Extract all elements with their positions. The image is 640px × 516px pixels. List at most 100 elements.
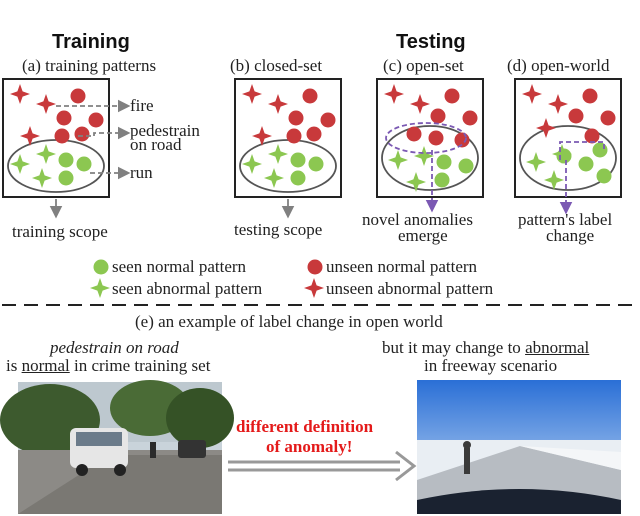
seen-abnormal-star — [406, 172, 426, 192]
legend-seen-normal: seen normal pattern — [112, 257, 247, 276]
unseen-normal-dot — [302, 88, 318, 104]
unseen-abnormal-star — [10, 84, 30, 104]
unseen-normal-dot — [428, 130, 444, 146]
legend-unseen-abnormal: unseen abnormal pattern — [326, 279, 494, 298]
seen-normal-dot — [596, 168, 612, 184]
center-emphasis-line1: different definition — [236, 417, 374, 436]
unseen-normal-dot — [600, 110, 616, 126]
pedestrain-arrow — [78, 126, 131, 140]
unseen-abnormal-star — [252, 126, 272, 146]
center-emphasis-line2: of anomaly! — [266, 437, 353, 456]
unseen-normal-dot — [286, 128, 302, 144]
unseen-normal-dot — [88, 112, 104, 128]
label-change-line1: pattern's label — [518, 210, 613, 229]
label-selection — [559, 141, 605, 160]
unseen-abnormal-star — [522, 84, 542, 104]
unseen-abnormal-star — [242, 84, 262, 104]
example-caption: (e) an example of label change in open w… — [135, 312, 443, 331]
seen-abnormal-star — [388, 150, 408, 170]
seen-abnormal-star — [242, 154, 262, 174]
unseen-normal-dot — [584, 128, 600, 144]
legend-unseen-normal: unseen normal pattern — [326, 257, 478, 276]
freeway-photo — [417, 380, 621, 514]
unseen-normal-dot — [568, 108, 584, 124]
legend-marker-unseen-abnormal — [304, 278, 324, 298]
seen-abnormal-star — [10, 154, 30, 174]
unseen-normal-dot — [444, 88, 460, 104]
unseen-normal-dot — [306, 126, 322, 142]
unseen-normal-dot — [406, 126, 422, 142]
seen-normal-dot — [290, 170, 306, 186]
left-heading-italic: pedestrain on road — [50, 338, 179, 357]
unseen-normal-dot — [288, 110, 304, 126]
unseen-abnormal-star — [268, 94, 288, 114]
seen-normal-dot — [556, 148, 572, 164]
fire-label: fire — [130, 96, 154, 115]
seen-normal-dot — [58, 152, 74, 168]
novel-selection — [385, 122, 467, 154]
panel-c-ellipse — [381, 125, 479, 191]
unseen-normal-dot — [430, 108, 446, 124]
seen-normal-dot — [308, 156, 324, 172]
unseen-normal-dot — [74, 126, 90, 142]
panel-a-caption: (a) training patterns — [22, 56, 157, 75]
panel-d-caption: (d) open-world — [507, 56, 610, 75]
panel-c-caption: (c) open-set — [383, 56, 464, 75]
testing-scope-label: testing scope — [234, 220, 323, 239]
legend-marker-seen-normal — [93, 259, 109, 275]
testing-header: Testing — [396, 31, 466, 53]
seen-normal-dot — [76, 156, 92, 172]
right-heading-line2: in freeway scenario — [424, 356, 558, 375]
pattern-symbols — [10, 84, 616, 192]
seen-normal-dot — [578, 156, 594, 172]
right-heading-underlined: abnormal — [525, 338, 590, 357]
seen-abnormal-star — [268, 144, 288, 164]
training-header: Training — [52, 31, 130, 53]
unseen-abnormal-star — [536, 118, 556, 138]
novel-anomalies-line2: emerge — [398, 226, 448, 245]
unseen-normal-dot — [54, 128, 70, 144]
unseen-abnormal-star — [548, 94, 568, 114]
left-heading-prefix: is — [6, 356, 22, 375]
unseen-normal-dot — [462, 110, 478, 126]
label-change-line2: change — [546, 226, 595, 245]
seen-abnormal-star — [32, 168, 52, 188]
left-heading-underlined: normal — [21, 356, 70, 375]
seen-normal-dot — [458, 158, 474, 174]
seen-abnormal-star — [526, 152, 546, 172]
unseen-abnormal-star — [384, 84, 404, 104]
unseen-abnormal-star — [410, 94, 430, 114]
right-heading-line1: but it may change to abnormal — [382, 338, 589, 358]
novel-anomalies-line1: novel anomalies — [362, 210, 473, 229]
unseen-abnormal-star — [20, 126, 40, 146]
unseen-normal-dot — [320, 112, 336, 128]
unseen-normal-dot — [56, 110, 72, 126]
pedestrain-label-line2: on road — [130, 135, 182, 154]
panel-b-caption: (b) closed-set — [230, 56, 323, 75]
seen-normal-dot — [592, 142, 608, 158]
unseen-abnormal-star — [36, 94, 56, 114]
training-scope-label: training scope — [12, 222, 108, 241]
unseen-normal-dot — [582, 88, 598, 104]
seen-normal-dot — [290, 152, 306, 168]
run-label: run — [130, 163, 153, 182]
transition-arrow-head — [395, 450, 417, 482]
street-photo — [0, 380, 234, 514]
legend-marker-unseen-normal — [307, 259, 323, 275]
pedestrain-label-line1: pedestrain — [130, 121, 200, 140]
legend-seen-abnormal: seen abnormal pattern — [112, 279, 263, 298]
seen-abnormal-star — [414, 146, 434, 166]
seen-abnormal-star — [544, 170, 564, 190]
unseen-normal-dot — [70, 88, 86, 104]
panel-d-ellipse — [519, 125, 617, 191]
left-heading-suffix: in crime training set — [69, 356, 211, 375]
seen-abnormal-star — [264, 168, 284, 188]
seen-normal-dot — [434, 172, 450, 188]
legend-marker-seen-abnormal — [90, 278, 110, 298]
right-heading-prefix: but it may change to — [382, 338, 526, 357]
seen-normal-dot — [58, 170, 74, 186]
left-heading-line2: is normal in crime training set — [6, 356, 210, 376]
seen-normal-dot — [436, 154, 452, 170]
seen-abnormal-star — [36, 144, 56, 164]
